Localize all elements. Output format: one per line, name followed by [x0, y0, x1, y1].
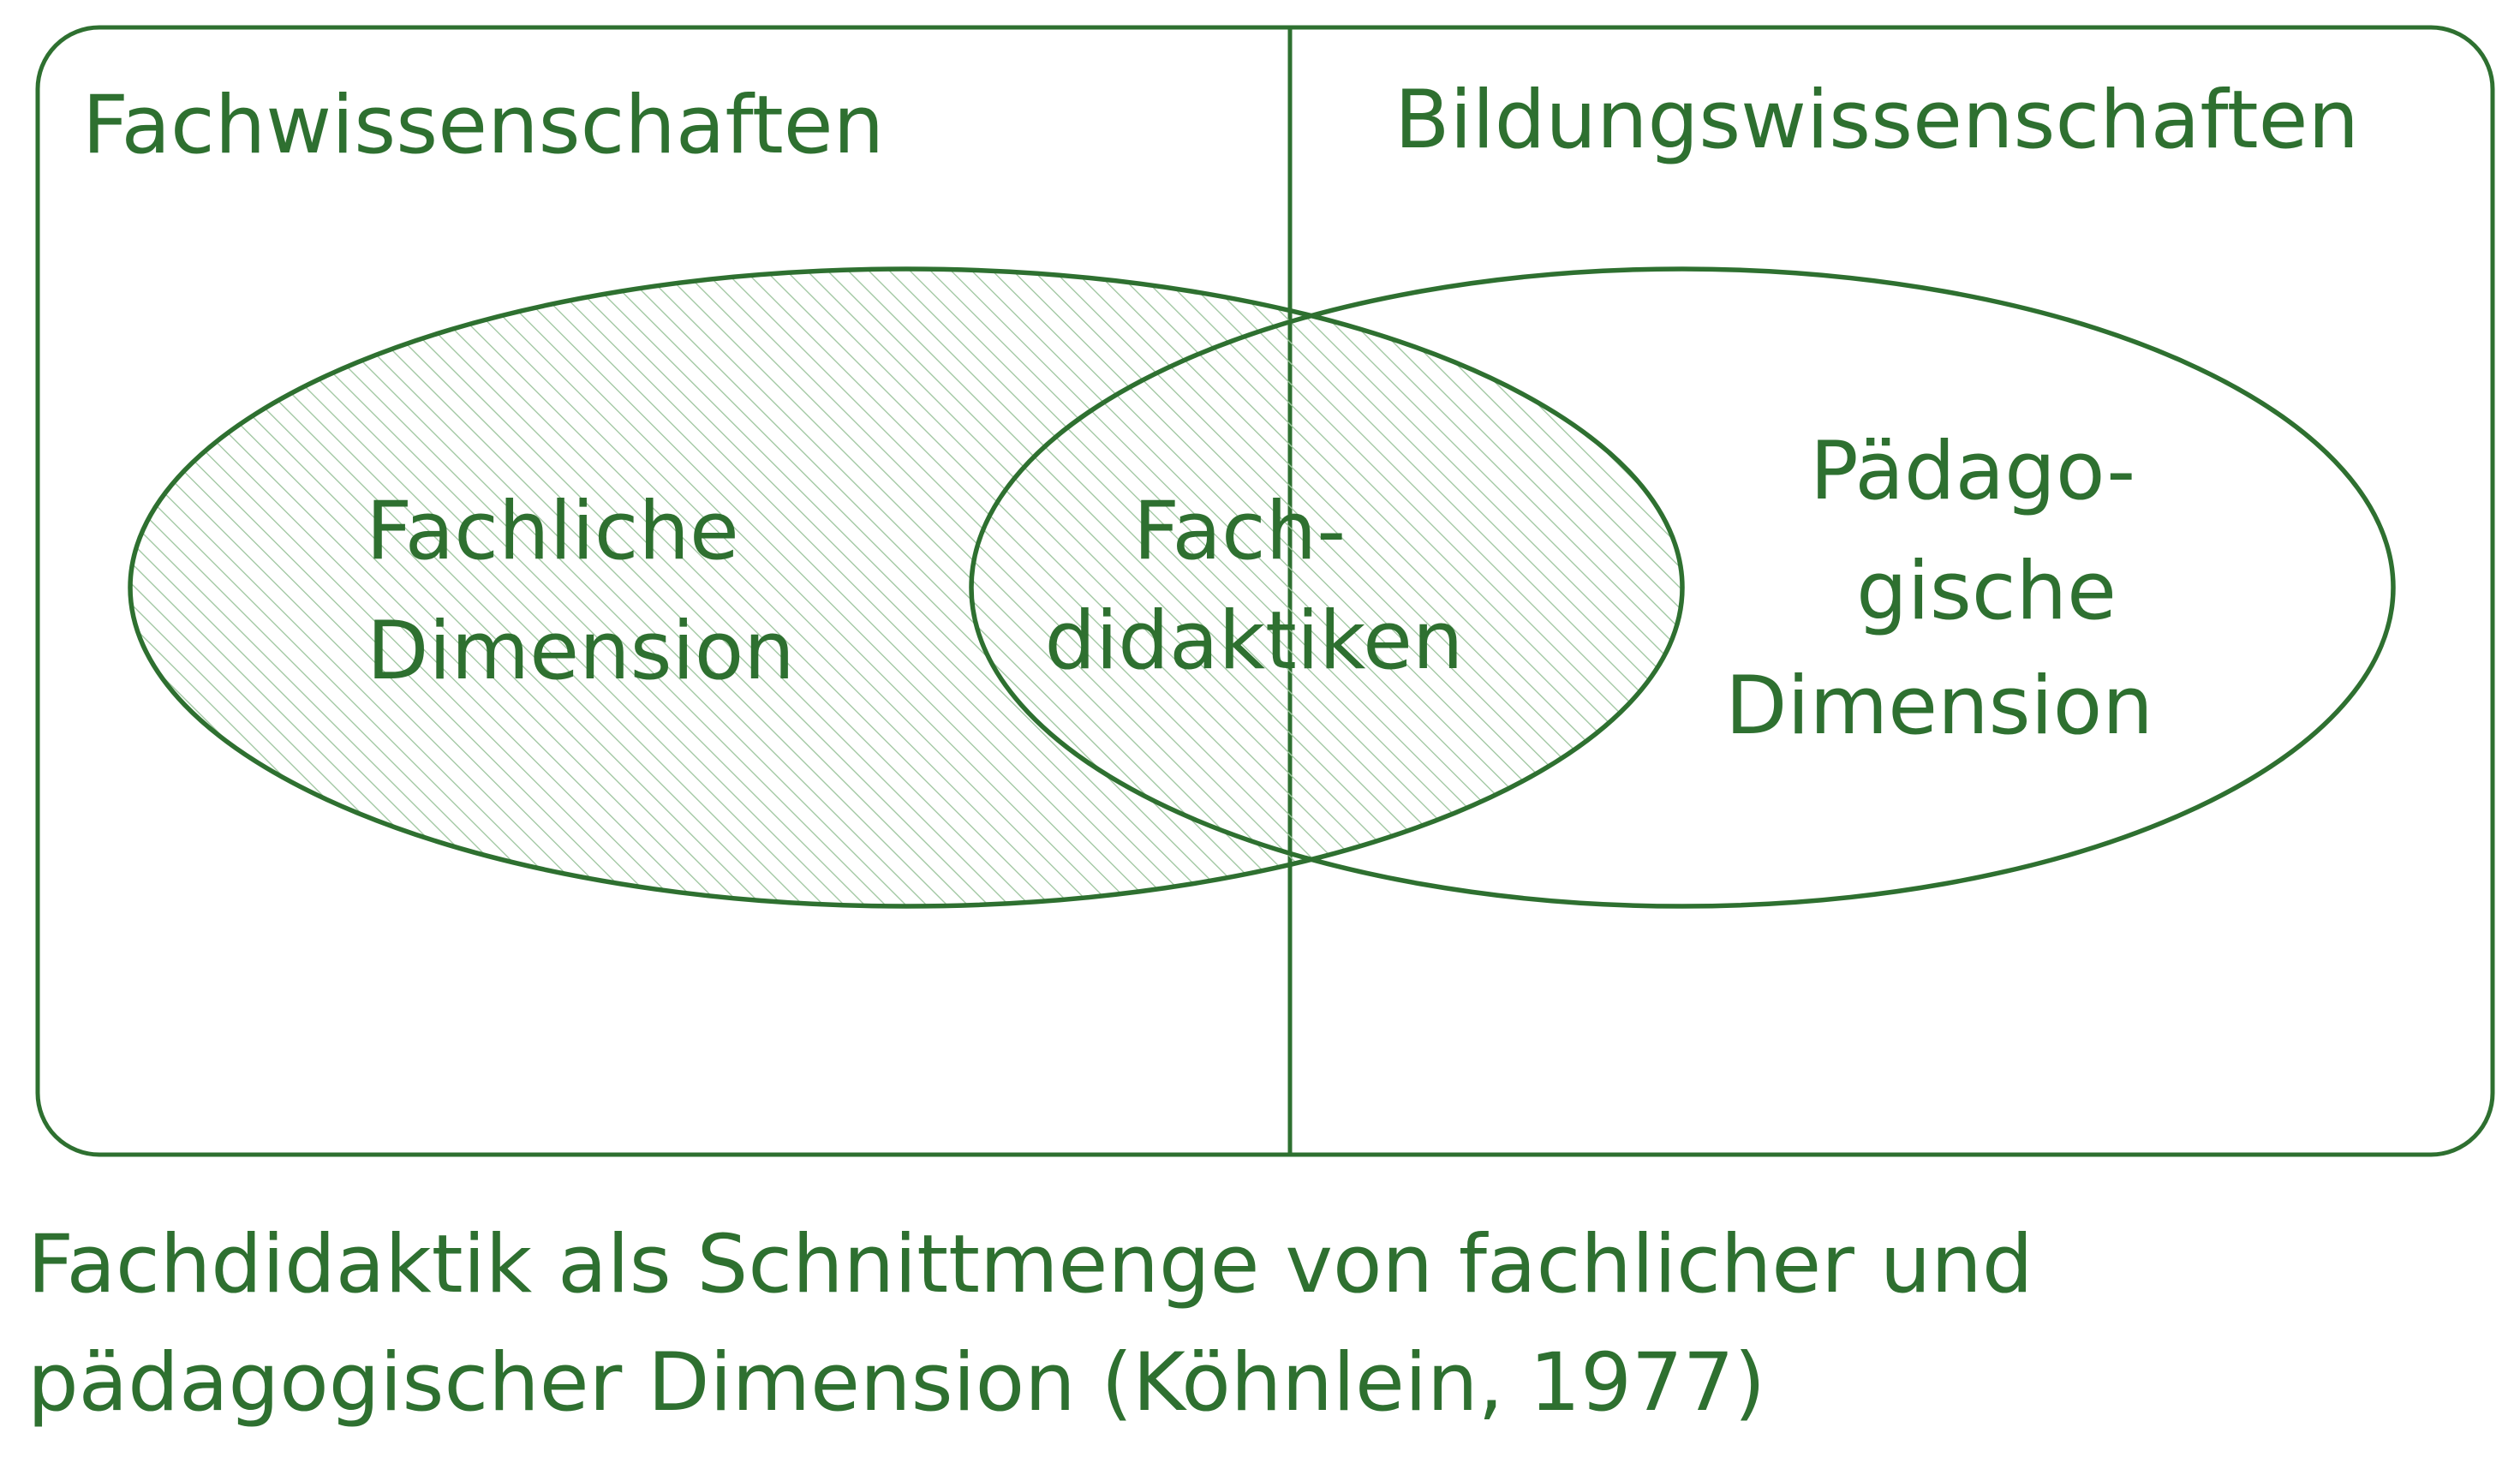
- caption: Fachdidaktik als Schnittmenge von fachli…: [27, 1218, 2058, 1430]
- fachliche-dimension-label: Fachliche Dimension: [366, 485, 795, 698]
- paedagogische-dimension-ellipse: [969, 266, 2396, 909]
- fachwissenschaften-label: Fachwissenschaften: [82, 79, 884, 172]
- paedagogische-dimension-label: Pädago- gische Dimension: [1725, 425, 2161, 753]
- bildungswissenschaften-label: Bildungswissenschaften: [1394, 74, 2359, 167]
- frame-box: [35, 25, 2495, 1157]
- fachliche-dimension-ellipse: [128, 266, 1685, 909]
- fachdidaktiken-label: Fach- didaktiken: [1045, 485, 1464, 688]
